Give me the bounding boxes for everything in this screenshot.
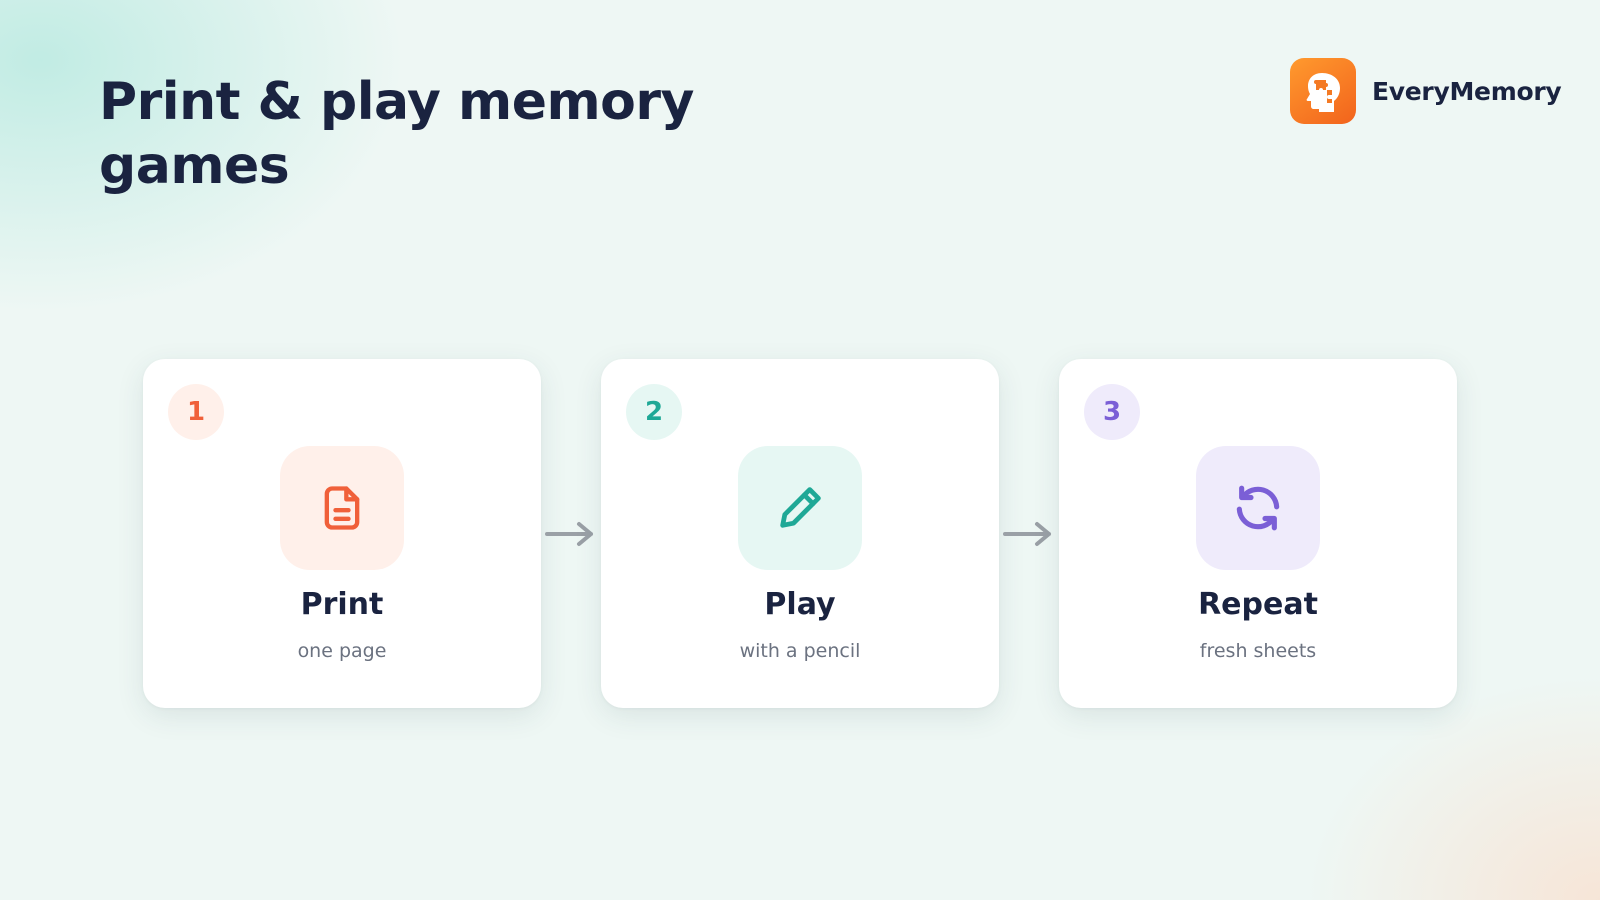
step-icon-box [1196,446,1320,570]
step-number: 2 [644,397,664,427]
document-icon [324,486,360,530]
step-subtitle: with a pencil [739,640,861,662]
page-title: Print & play memory games [99,72,694,196]
pencil-icon [780,487,821,528]
brand-logo [1290,58,1356,124]
arrow-right-icon [545,522,593,546]
step-card-play: 2 Play with a pencil [601,359,999,708]
step-icon-box [738,446,862,570]
step-card-print: 1 Print one page [143,359,541,708]
step-subtitle: fresh sheets [1199,640,1317,662]
step-icon-box [280,446,404,570]
refresh-icon [1236,485,1280,531]
step-title: Play [764,587,836,622]
step-title: Print [300,587,384,622]
brand-name: EveryMemory [1372,76,1562,106]
step-title: Repeat [1198,587,1318,622]
step-number: 3 [1102,397,1122,427]
step-subtitle: one page [297,640,387,662]
brand: EveryMemory [1290,58,1562,124]
step-number-badge: 2 [626,384,682,440]
head-puzzle-icon [1306,73,1340,112]
arrow-right-icon [1003,522,1051,546]
step-number: 1 [186,397,206,427]
step-number-badge: 1 [168,384,224,440]
step-card-repeat: 3 Repeat fresh sheets [1059,359,1457,708]
step-number-badge: 3 [1084,384,1140,440]
